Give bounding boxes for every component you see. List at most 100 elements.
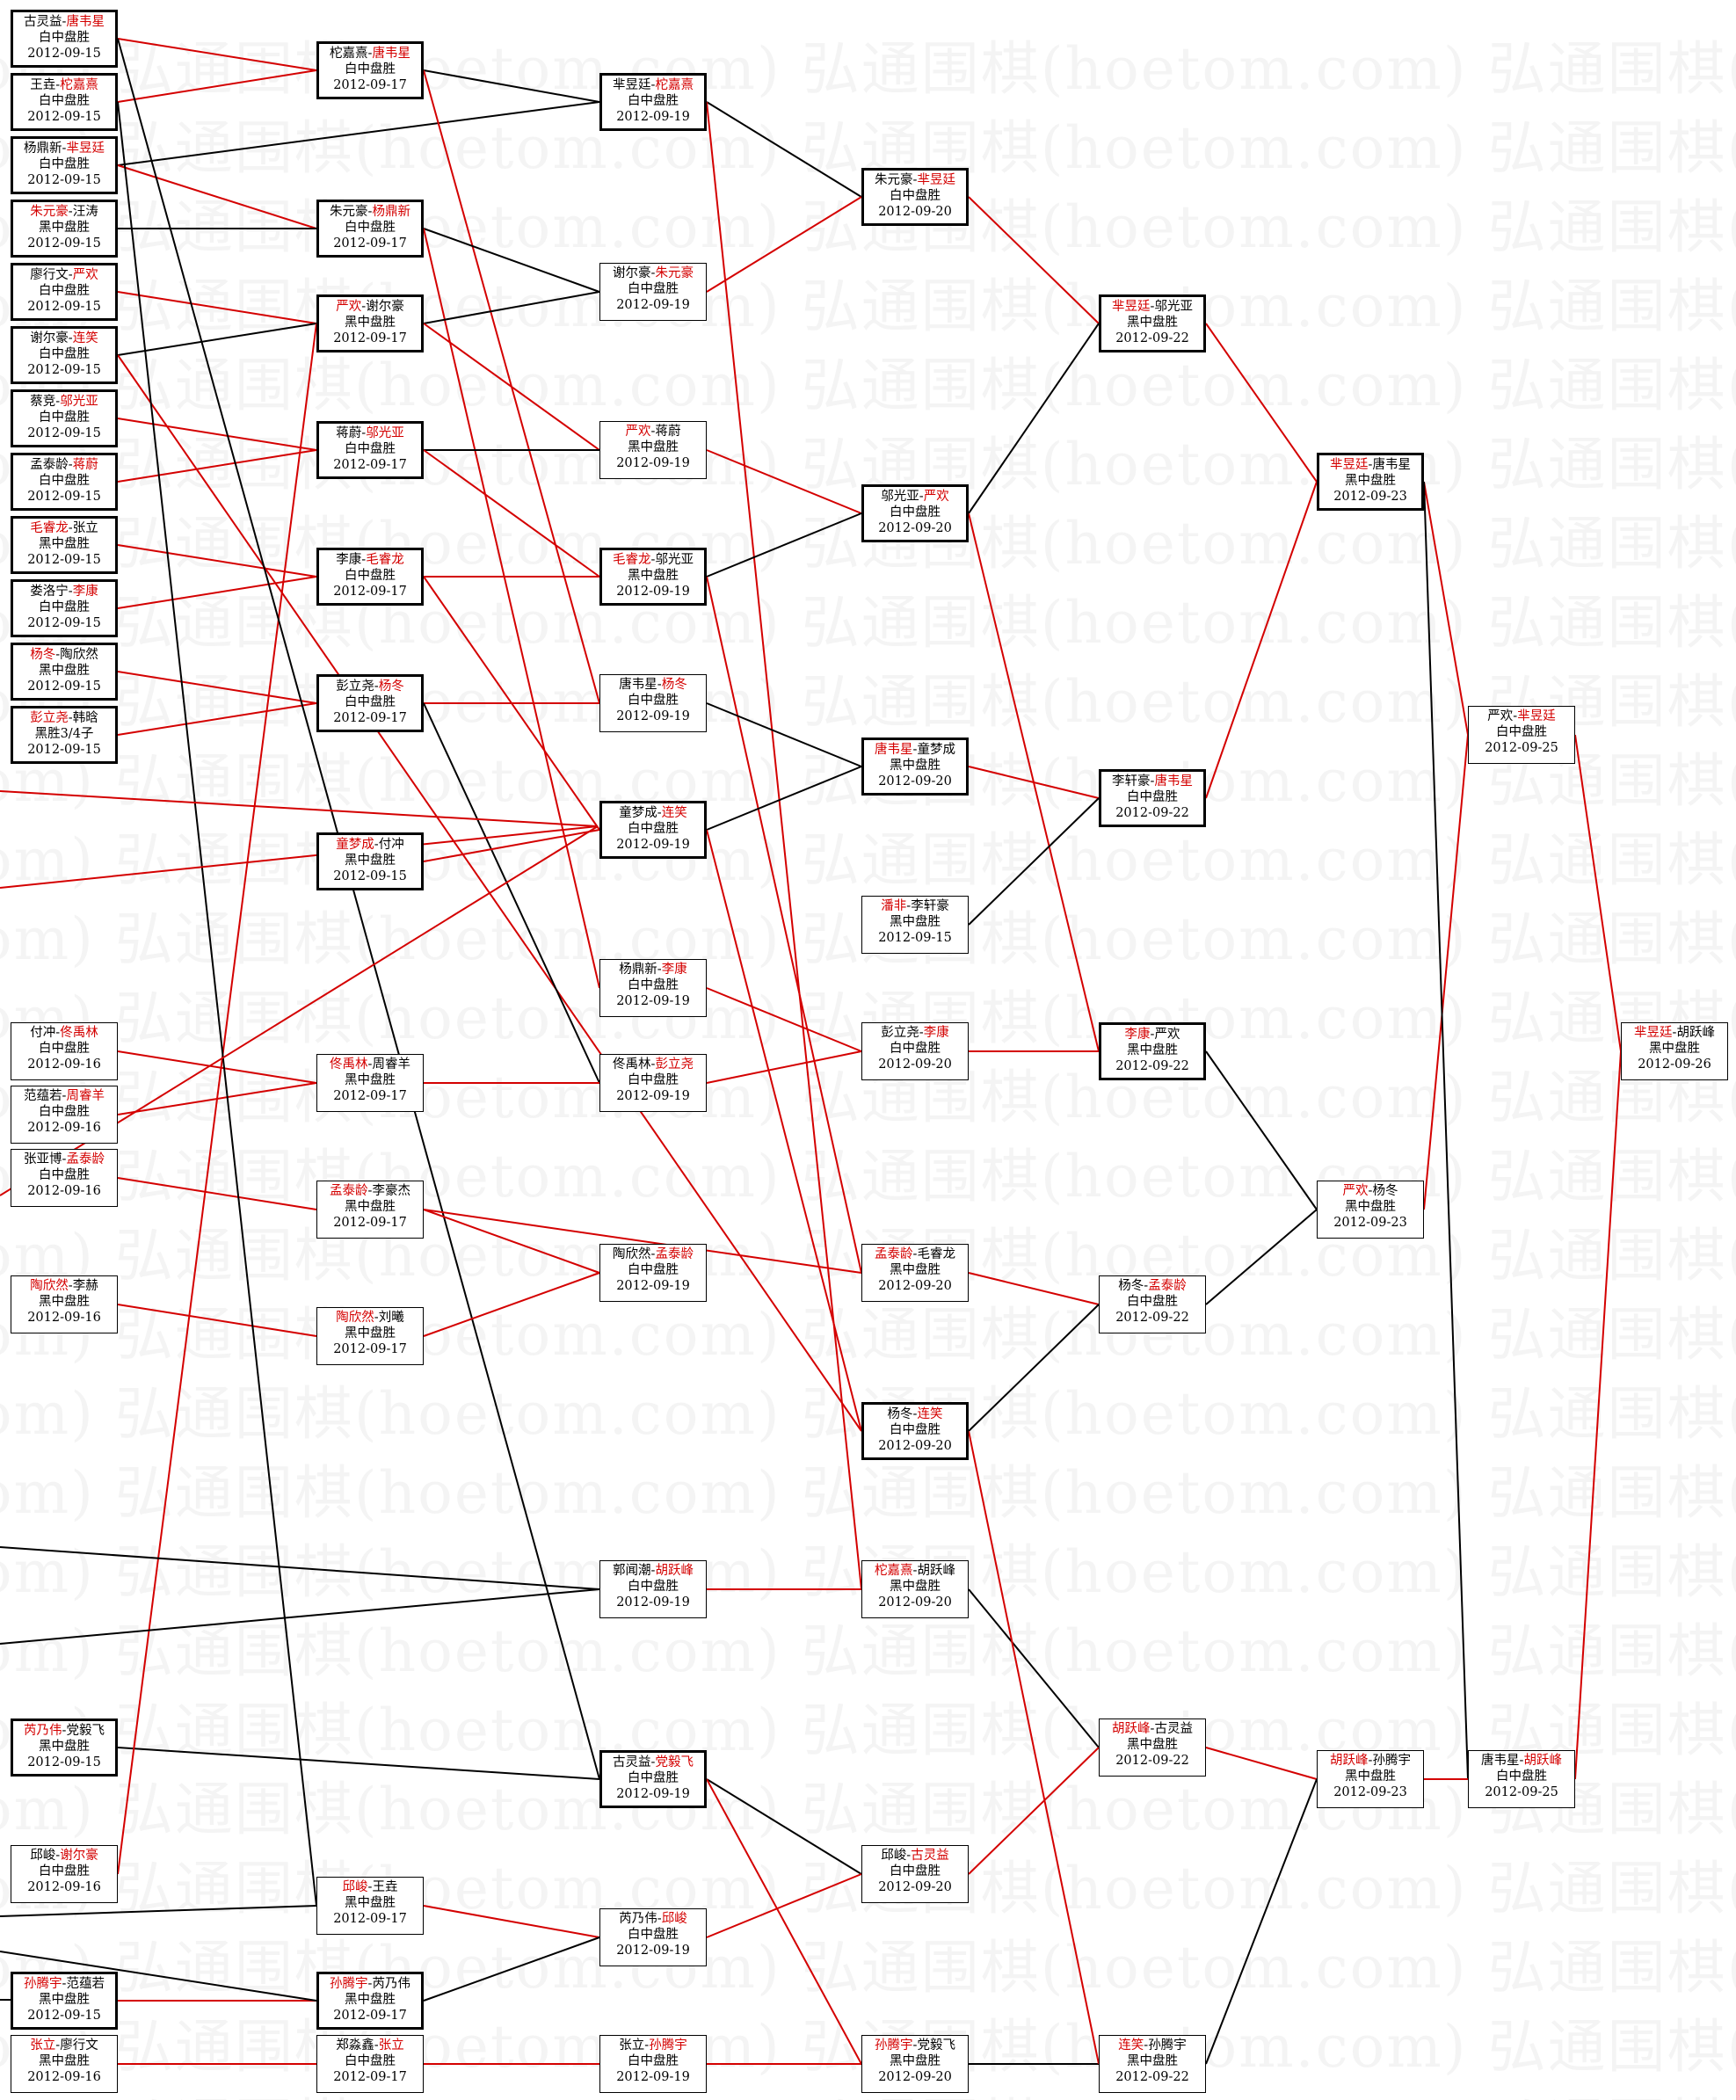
player-2: 童梦成	[917, 743, 955, 757]
players-separator: -	[650, 553, 656, 567]
connector-line-r3_08-r4_05	[706, 1050, 862, 1084]
game-date: 2012-09-19	[616, 994, 690, 1008]
game-players: 陶欣然-李赫	[11, 1278, 117, 1294]
player-1: 邱峻	[881, 1849, 907, 1863]
player-2: 毛睿龙	[366, 553, 404, 567]
connector-line-r5_06-r6_03	[1205, 1778, 1318, 2065]
game-result: 白中盘胜	[39, 1864, 90, 1878]
game-result: 黑中盘胜	[890, 2054, 941, 2068]
connector-line-offchart	[0, 1905, 317, 1917]
player-1: 谢尔豪	[30, 331, 69, 345]
player-1: 胡跃峰	[1330, 1754, 1369, 1768]
game-result: 黑中盘胜	[39, 537, 90, 551]
player-1: 孟泰龄	[875, 1247, 913, 1261]
player-1: 孟泰龄	[330, 1184, 368, 1198]
game-players: 杨冬-孟泰龄	[1100, 1278, 1205, 1294]
player-1: 童梦成	[619, 806, 657, 820]
game-result: 黑中盘胜	[628, 569, 679, 583]
game-players: 朱元豪-汪涛	[13, 204, 115, 220]
players-separator: -	[912, 1564, 918, 1578]
game-players: 郑淼鑫-张立	[317, 2038, 423, 2053]
game-players: 廖行文-严欢	[13, 267, 115, 283]
game-date: 2012-09-25	[1485, 1785, 1558, 1799]
players-separator: -	[1150, 1028, 1155, 1042]
game-result: 白中盘胜	[628, 694, 679, 708]
connector-line-r5_02-r6_01	[1205, 481, 1318, 799]
game-result: 黑中盘胜	[345, 316, 396, 330]
player-2: 柁嘉熹	[655, 78, 694, 92]
player-1: 严欢	[1487, 709, 1514, 723]
game-date: 2012-09-17	[333, 331, 407, 345]
connector-line-r1_12-r2_06	[117, 702, 317, 736]
